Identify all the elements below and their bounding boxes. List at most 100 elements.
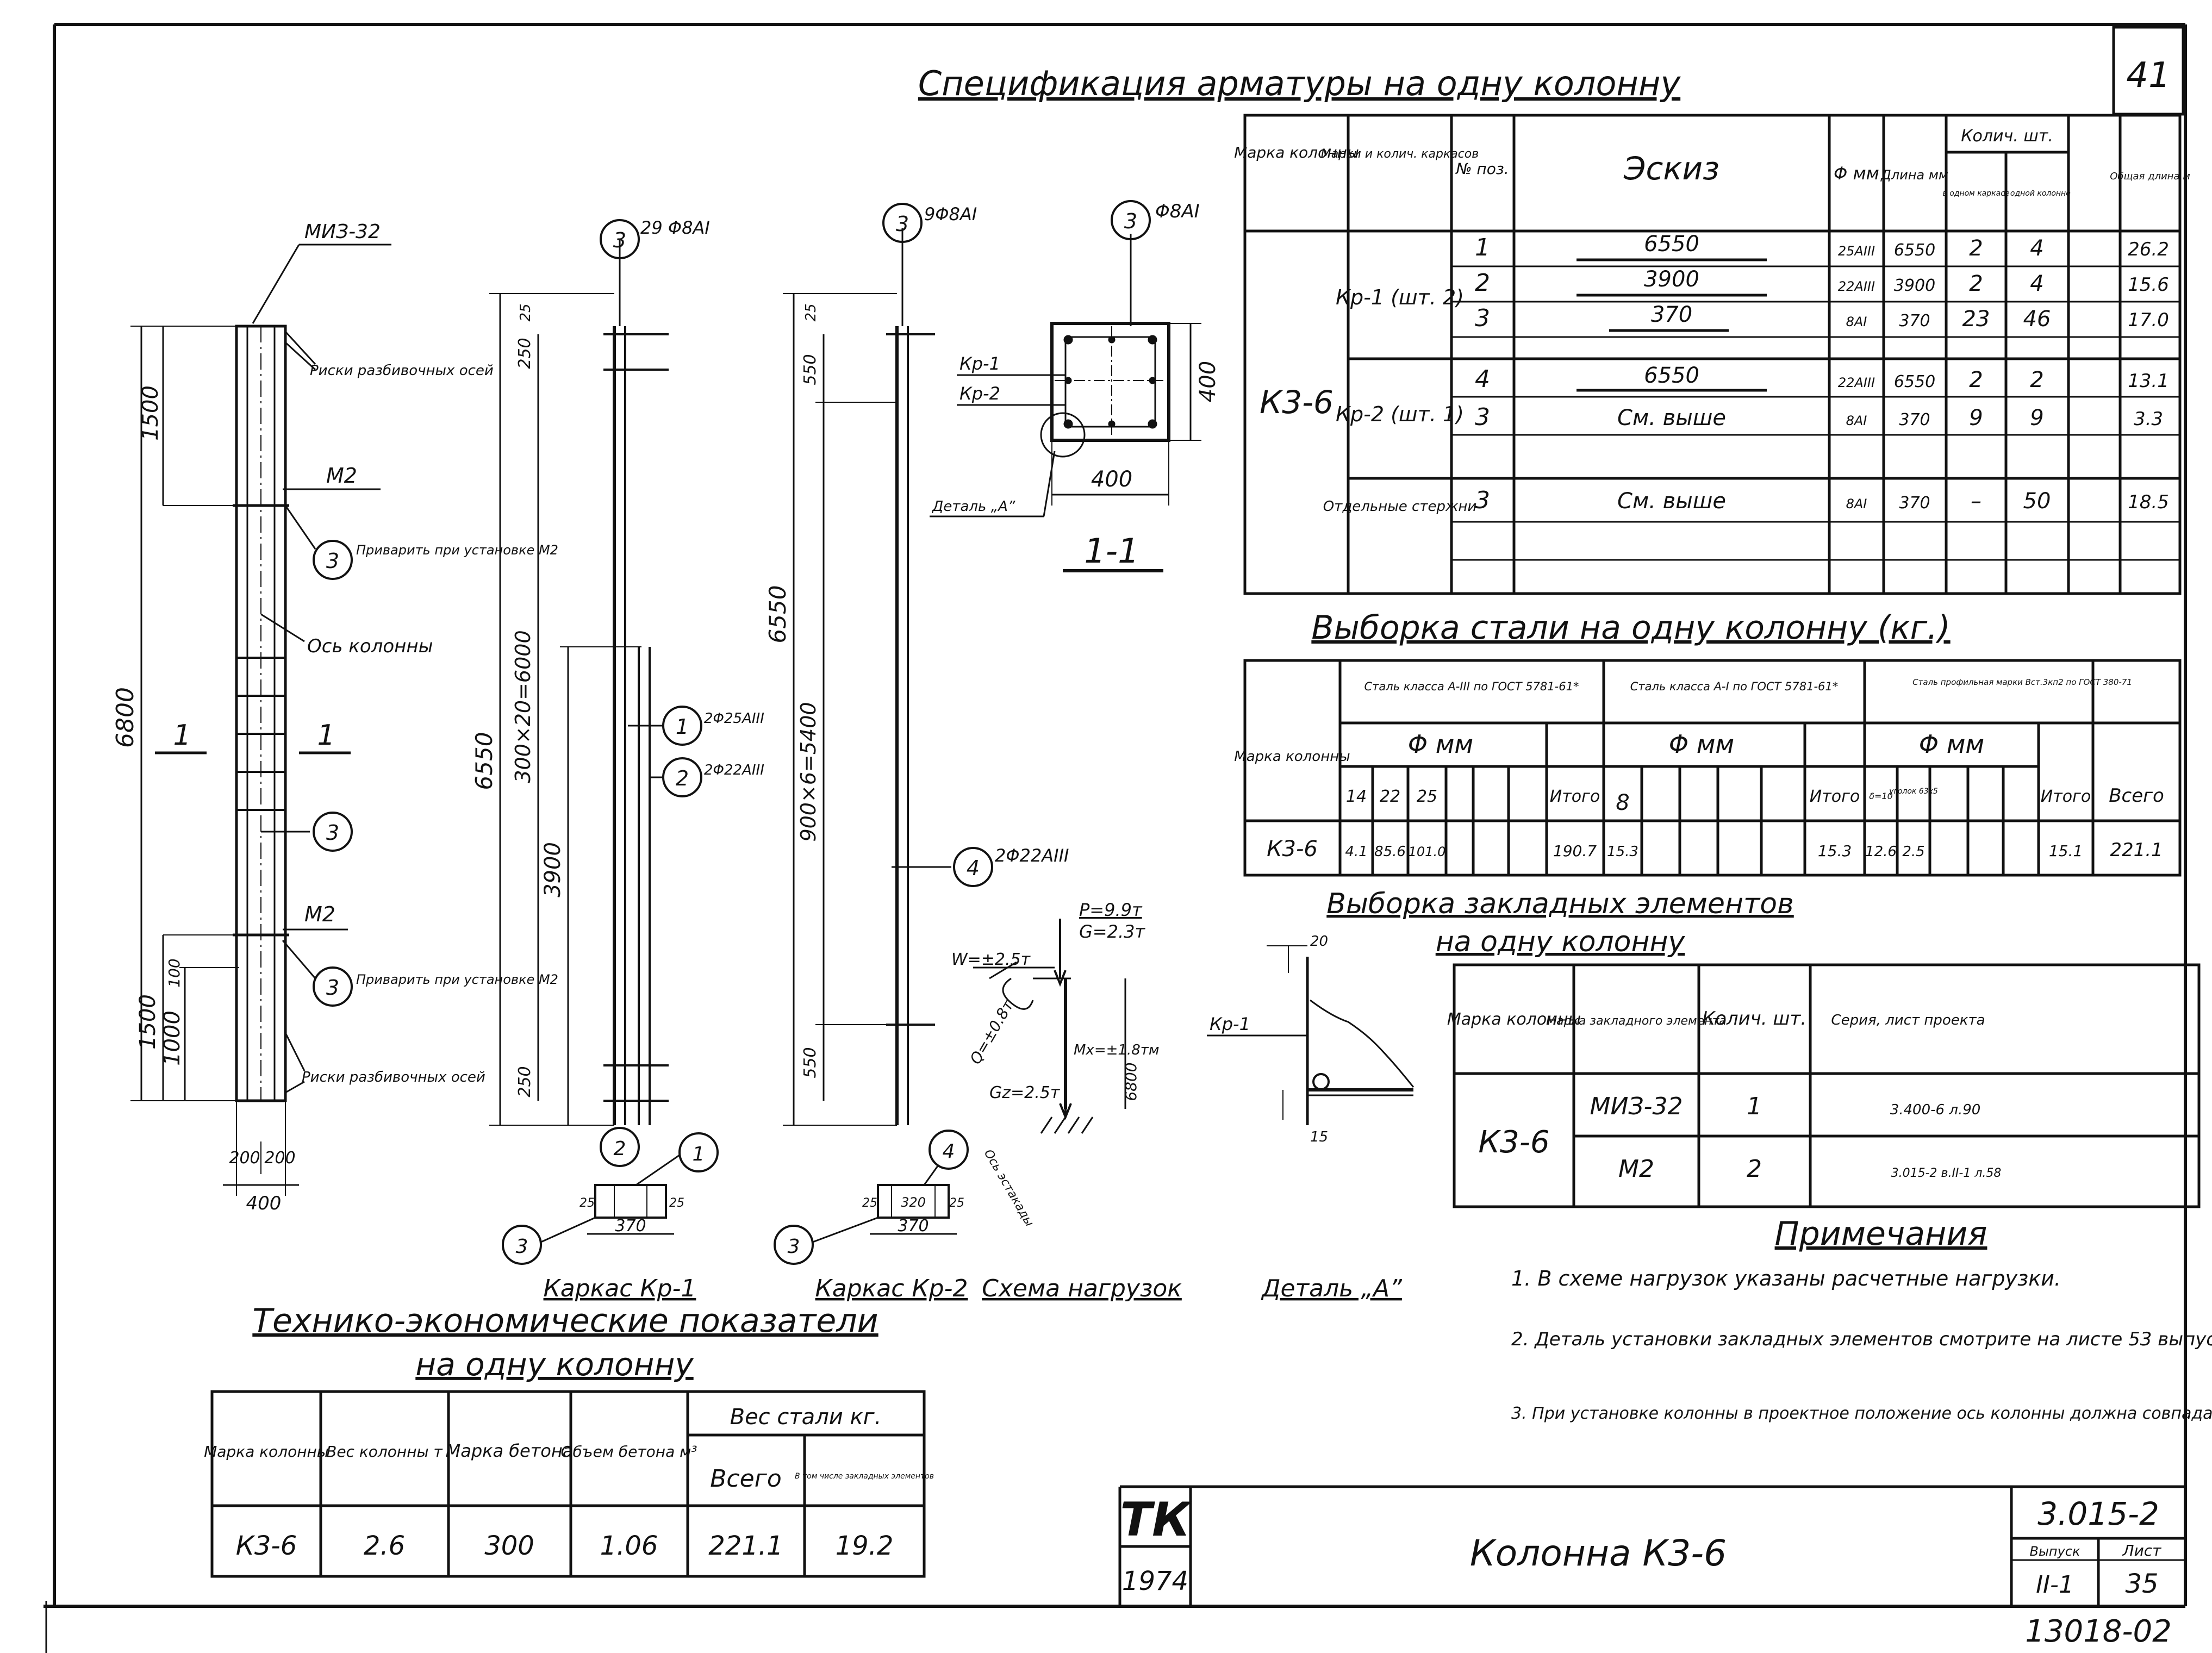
column-miz-label: МИЗ-32	[304, 221, 381, 243]
spec-cell-total: 18.5	[2128, 491, 2169, 513]
kr2-sec-25-left: 25	[862, 1196, 877, 1210]
tech-v-mark: К3-6	[236, 1531, 297, 1561]
spec-header-qty-column: в одной колонне	[2003, 189, 2071, 198]
loads-W: W=±2.5т	[951, 950, 1031, 969]
stamp-year: 1974	[1122, 1566, 1188, 1596]
steel-row-g1-total: 190.7	[1553, 842, 1597, 860]
steel-table-title: Выборка стали на одну колонну (кг.)	[1311, 609, 1950, 647]
spec-header-qty-frame: в одном каркасе	[1943, 189, 2010, 198]
title-block: ТК 1974 Колонна К3-6 3.015-2 Выпуск Лист…	[1118, 1485, 2185, 1649]
kr1-bar3-label: 29 Φ8АI	[640, 217, 710, 238]
sheet-frame	[43, 23, 2187, 1653]
stamp-sheet: 35	[2125, 1569, 2158, 1599]
spec-cell-pos: 4	[1475, 365, 1490, 393]
section-pos3: 3	[1124, 209, 1137, 233]
kr1-dim-6550: 6550	[471, 732, 497, 790]
steel-total3: Итого	[2041, 787, 2091, 806]
steel-dia2: Φ мм	[1669, 729, 1734, 759]
detailA-dim-15: 15	[1310, 1129, 1328, 1145]
steel-total1: Итого	[1550, 787, 1600, 806]
steel-row-g1-22: 85.6	[1374, 844, 1406, 860]
tech-v-concrete: 300	[484, 1531, 534, 1561]
embed-table: Выборка закладных элементов на одну коло…	[1326, 888, 2201, 1208]
loads-Q: Q=±0.8т	[966, 997, 1017, 1068]
spec-cell-total: 15.6	[2128, 274, 2169, 296]
steel-row-g1-25: 101.0	[1409, 844, 1446, 859]
column-section-right: 1	[317, 719, 335, 752]
sheet-number: 41	[2126, 55, 2170, 96]
note-2: 2. Деталь установки закладных элементов …	[1511, 1328, 2212, 1350]
kr2-sec-320: 320	[901, 1195, 926, 1210]
spec-header-frames: Марки и колич. каркасов	[1321, 147, 1479, 161]
spec-cell-pos: 3	[1475, 304, 1490, 332]
spec-cell-qf: 23	[1962, 307, 1990, 332]
steel-dia1: Φ мм	[1408, 729, 1473, 759]
kr2-dim-25-top: 25	[803, 303, 819, 321]
detailA-kr1: Кр-1	[1210, 1014, 1250, 1034]
spec-cell-pos: 3	[1475, 403, 1490, 431]
section-kr2-label: Кр-2	[959, 383, 1000, 404]
tech-title-2: на одну колонну	[415, 1346, 694, 1383]
section-bar3-label: Φ8АI	[1155, 201, 1200, 222]
embed-title-1: Выборка закладных элементов	[1326, 888, 1794, 920]
steel-row-grand: 221.1	[2110, 839, 2163, 861]
kr2-dim-550-top: 550	[801, 354, 820, 385]
steel-row-mark: К3-6	[1267, 837, 1318, 862]
spec-cell-pos: 1	[1475, 234, 1490, 261]
spec-cell-pos: 2	[1475, 269, 1490, 297]
steel-row-g3-1: 12.6	[1865, 844, 1897, 860]
spec-header-mark: Марка колонны	[1234, 144, 1359, 161]
steel-total2: Итого	[1810, 787, 1860, 806]
spec-cell-sketch: 370	[1651, 302, 1692, 327]
steel-group2: Сталь класса А-I по ГОСТ 5781-61*	[1630, 680, 1839, 693]
spec-frame-separate: Отдельные стержни	[1323, 498, 1477, 515]
steel-group3: Сталь профильная марки Вст.3кп2 по ГОСТ …	[1912, 677, 2132, 687]
steel-mark-header: Марка колонны	[1234, 748, 1350, 765]
loads-G: G=2.3т	[1079, 921, 1146, 942]
spec-table: Спецификация арматуры на одну колонну	[918, 64, 2190, 595]
column-pos3-b: 3	[326, 821, 339, 845]
spec-cell-length: 370	[1899, 311, 1930, 330]
steel-row-g1-14: 4.1	[1345, 844, 1367, 860]
spec-cell-qc: 50	[2023, 489, 2051, 514]
column-m2-bottom: М2	[304, 902, 335, 926]
embed-qty-1: 1	[1747, 1093, 1762, 1120]
kr1-pos3: 3	[613, 228, 626, 252]
column-dim-200-right: 200	[264, 1149, 295, 1168]
spec-header-sketch: Эскиз	[1623, 150, 1719, 187]
embed-ref-1: 3.400-6 л.90	[1890, 1102, 1981, 1118]
spec-table-title: Спецификация арматуры на одну колонну	[918, 64, 1681, 103]
kr1-sec-370: 370	[615, 1217, 646, 1236]
column-marks-axes-bottom: Риски разбивочных осей	[302, 1069, 485, 1086]
kr1-bar2-label: 2Φ22АIII	[704, 762, 764, 778]
steel-grand-header: Всего	[2109, 785, 2164, 807]
loads-P: Р=9.9т	[1079, 900, 1143, 920]
tech-title-1: Технико-экономические показатели	[252, 1302, 878, 1340]
tech-table: Технико-экономические показатели на одну…	[204, 1302, 934, 1578]
spec-cell-length: 6550	[1894, 241, 1935, 260]
column-weld-bottom: Приварить при установке М2	[356, 972, 558, 987]
tech-h-volume: Объем бетона м³	[561, 1443, 697, 1461]
section-title: 1-1	[1084, 531, 1139, 571]
detail-a: Кр-1 20 15 Деталь „А”	[1207, 933, 1415, 1302]
spec-cell-qc: 4	[2030, 236, 2043, 261]
column-m2-top: М2	[326, 464, 357, 488]
spec-cell-dia: 25АIII	[1838, 244, 1875, 259]
steel-g3-col-1: δ=10	[1869, 791, 1893, 801]
column-weld-top: Приварить при установке М2	[356, 542, 558, 558]
column-axis-label: Ось колонны	[307, 635, 433, 657]
drawing-title: Колонна К3-6	[1470, 1532, 1727, 1574]
steel-row-g3-total: 15.1	[2049, 842, 2083, 860]
spec-cell-sketch: 6550	[1644, 363, 1699, 388]
detailA-dim-20: 20	[1310, 933, 1328, 950]
spec-cell-qf: 2	[1969, 271, 1983, 296]
steel-g1-col-25: 25	[1417, 787, 1437, 806]
column-dim-100: 100	[165, 958, 183, 987]
spec-cell-total: 26.2	[2128, 239, 2169, 260]
detailA-title: Деталь „А”	[1261, 1275, 1403, 1302]
kr1-pos2: 2	[676, 766, 689, 790]
column-dim-200-left: 200	[229, 1149, 260, 1168]
section-detail-label: Деталь „А”	[932, 498, 1015, 515]
